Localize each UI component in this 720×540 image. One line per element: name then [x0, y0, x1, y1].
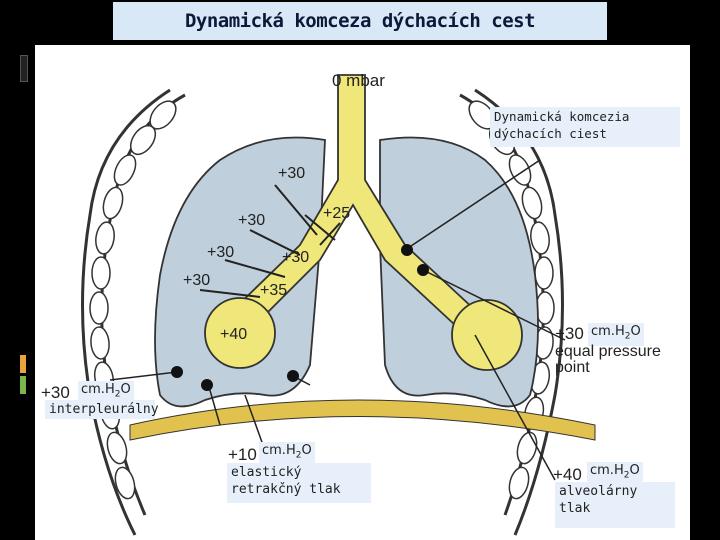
pressure-30-b: +30 — [238, 212, 265, 229]
pressure-40: +40 — [220, 326, 247, 343]
unit-elastic: cm.H2O — [259, 442, 315, 465]
pressure-35: +35 — [260, 282, 287, 299]
equal-pressure-label: equal pressure — [555, 343, 661, 360]
left-lung — [154, 136, 326, 408]
elastic-label: elastický retrakčný tlak — [227, 463, 371, 503]
lung-diagram: +30 +30 +30 +30 +25 +30 +35 +40 — [81, 74, 596, 536]
point-label: point — [555, 359, 590, 376]
pressure-30-e: +30 — [282, 249, 309, 266]
pressure-30-a: +30 — [278, 165, 305, 182]
pressure-right-value: +30 — [555, 324, 584, 343]
unit-right: cm.H2O — [588, 323, 644, 346]
zero-mbar-label: 0 mbar — [332, 71, 385, 90]
pressure-left-value: +30 — [41, 383, 70, 402]
callout-dynamic-compression: Dynamická komcezia dýchacích ciest — [490, 107, 680, 147]
airway-tree — [204, 74, 523, 371]
pressure-elastic-value: +10 — [228, 445, 257, 464]
diagram-panel: +30 +30 +30 +30 +25 +30 +35 +40 0 mbar D… — [35, 45, 690, 540]
alveolar-label: alveolárny tlak — [555, 482, 675, 528]
unit-alveolar: cm.H2O — [587, 462, 643, 485]
pressure-alveolar-value: +40 — [553, 465, 582, 484]
pressure-30-c: +30 — [207, 244, 234, 261]
slide-title: Dynamická komceza dýchacích cest — [113, 2, 607, 40]
unit-left: cm.H2O — [78, 381, 134, 404]
left-accent-bar-top — [20, 55, 28, 82]
diaphragm — [129, 399, 596, 441]
pressure-30-d: +30 — [183, 272, 210, 289]
rib-cage-left — [81, 88, 186, 536]
pointer-dots — [171, 244, 429, 391]
interpleural-label: interpleurálny — [45, 400, 159, 419]
pressure-arrows — [199, 184, 341, 298]
left-accent-bar-green — [20, 376, 26, 394]
left-accent-bar-orange — [20, 355, 26, 373]
pressure-25: +25 — [323, 205, 350, 222]
